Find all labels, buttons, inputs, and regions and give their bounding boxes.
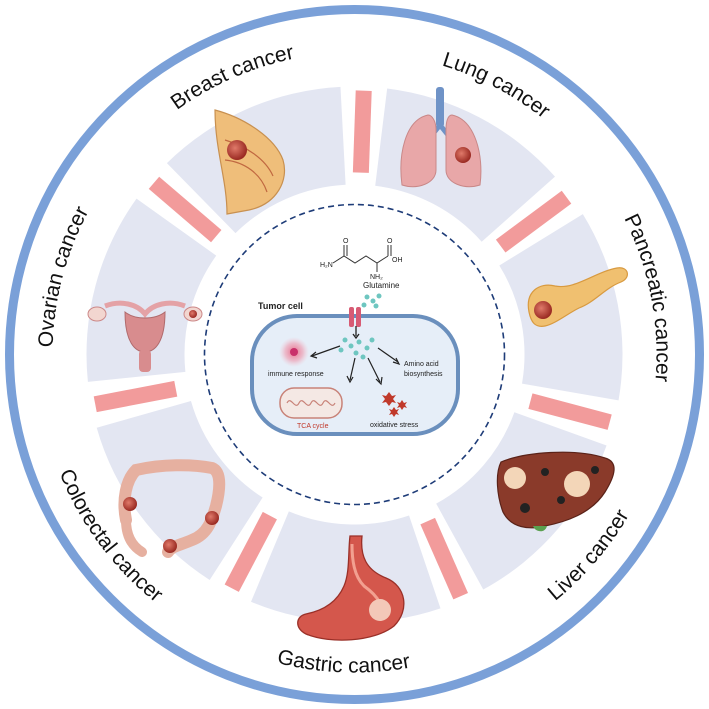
- glutamine-molecule: O O H₂N OH NH₂ Glutamine: [320, 238, 403, 290]
- center-dashed-circle: [203, 203, 506, 506]
- separator-bar: [93, 380, 178, 413]
- uterus-ovaries-icon: [87, 300, 203, 372]
- mitochondrion-icon: [279, 387, 343, 419]
- panel-separators: [93, 90, 612, 600]
- effect-oxidative: oxidative stress: [370, 422, 419, 429]
- separator-bar: [420, 517, 468, 600]
- transporter-icon: [349, 307, 361, 340]
- separator-bar: [148, 176, 222, 243]
- colon-icon: [118, 459, 226, 558]
- atom-h2n: H₂N: [320, 262, 333, 269]
- glutamine-dots: [338, 293, 382, 360]
- separator-bar: [528, 393, 612, 430]
- liver-icon: [496, 451, 615, 532]
- outer-ring-border: [5, 5, 704, 704]
- breast-icon: [214, 109, 285, 215]
- separator-bar: [495, 190, 572, 253]
- panel-colon: [96, 400, 263, 580]
- effect-tca: TCA cycle: [297, 423, 329, 430]
- pancreas-icon: [527, 267, 628, 327]
- effect-immune: immune response: [268, 371, 324, 378]
- cell-title: Tumor cell: [258, 301, 303, 311]
- molecule-name: Glutamine: [363, 281, 400, 290]
- effect-arrows: [309, 345, 401, 386]
- panel-uterus-ovaries: [86, 198, 217, 382]
- oxidative-stress-icon: [382, 392, 407, 417]
- stomach-icon: [297, 535, 405, 641]
- separator-bar: [352, 90, 372, 173]
- effect-amino-line1: Amino acid: [404, 361, 439, 368]
- atom-o1: O: [343, 238, 349, 245]
- atom-nh2: NH₂: [370, 274, 383, 281]
- effect-amino-line2: biosynthesis: [404, 371, 443, 378]
- lungs-icon: [400, 87, 482, 188]
- atom-o2: O: [387, 238, 393, 245]
- atom-oh: OH: [392, 257, 403, 264]
- separator-bar: [224, 511, 277, 592]
